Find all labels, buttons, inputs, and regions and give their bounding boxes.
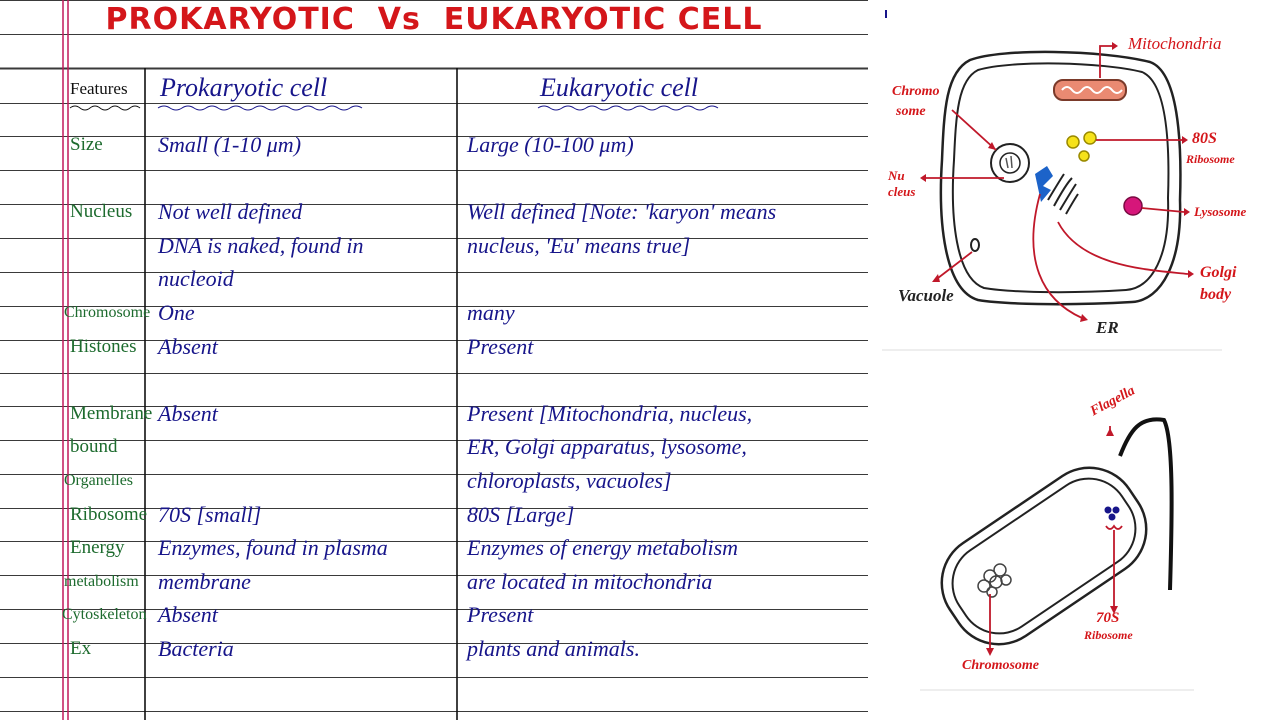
eukaryotic-cell-svg — [882, 10, 1222, 351]
row-eukaryotic-cell: Enzymes of energy metabolism — [467, 535, 739, 561]
row-eukaryotic-cell: chloroplasts, vacuoles] — [467, 468, 672, 493]
label-arrows — [926, 45, 1189, 319]
row-feature: Energy — [70, 537, 125, 559]
label-ribosome80-1: 80S — [1192, 130, 1217, 147]
row-prokaryotic-cell: One — [158, 300, 195, 325]
golgi-shape — [1047, 173, 1079, 215]
label-mitochondria: Mitochondria — [1128, 34, 1222, 53]
row-feature: metabolism — [64, 572, 139, 590]
row-prokaryotic-cell: 70S [small] — [158, 501, 262, 527]
prokaryotic-cell-svg — [920, 417, 1194, 691]
row-feature: Chromosome — [64, 304, 151, 321]
row-eukaryotic-cell: many — [467, 300, 515, 325]
underline-squiggle — [537, 105, 719, 111]
row-prokaryotic-cell: Enzymes, found in plasma — [158, 535, 388, 561]
label-golgi-1: Golgi — [1200, 264, 1237, 281]
row-eukaryotic-cell: Present [Mitochondria, nucleus, — [467, 400, 753, 426]
cell-membrane-inner — [951, 62, 1170, 294]
cell-membrane-outer — [939, 50, 1182, 306]
cell-membrane — [951, 477, 1137, 635]
ribosome-dot — [1108, 513, 1116, 521]
label-golgi-2: body — [1200, 286, 1232, 303]
mitochondria-shape — [1053, 79, 1127, 101]
label-nucleus-2: cleus — [888, 184, 916, 199]
row-prokaryotic-cell: Bacteria — [158, 636, 234, 661]
row-feature: Ex — [70, 638, 92, 659]
row-prokaryotic-cell: nucleoid — [158, 266, 234, 292]
ribosome-dot — [1104, 506, 1112, 514]
row-prokaryotic-cell: Absent — [158, 400, 218, 426]
row-eukaryotic-cell: nucleus, 'Eu' means true] — [467, 232, 691, 258]
row-prokaryotic-cell: Absent — [158, 602, 218, 628]
row-feature: Membrane — [70, 402, 153, 424]
row-eukaryotic-cell: 80S [Large] — [467, 501, 575, 527]
row-prokaryotic-cell: Not well defined — [158, 199, 303, 225]
row-feature: Ribosome — [70, 503, 148, 525]
flagella-shape — [1118, 417, 1174, 591]
label-chromosome-2: some — [896, 104, 926, 119]
ribosome-dot — [1066, 135, 1080, 149]
row-eukaryotic-cell: Well defined [Note: 'karyon' means — [467, 199, 777, 225]
row-feature: bound — [70, 436, 118, 458]
label-ribosome70-1: 70S — [1096, 610, 1120, 626]
underline-squiggle — [69, 105, 141, 111]
row-prokaryotic-cell: membrane — [158, 568, 251, 594]
label-er: ER — [1096, 318, 1119, 337]
row-eukaryotic-cell: Present — [467, 333, 534, 359]
eukaryotic-cell-diagram: Mitochondria Chromo some 80S Ribosome Nu… — [882, 0, 1280, 360]
row-feature: Size — [70, 134, 103, 155]
row-eukaryotic-cell: Present — [467, 602, 534, 628]
nucleoid-shape — [977, 563, 1012, 598]
label-nucleus-1: Nu — [888, 168, 905, 183]
lysosome-shape — [1123, 196, 1143, 216]
ribosome-dot — [1083, 131, 1097, 145]
ribosome-dot — [1112, 506, 1120, 514]
row-feature: Histones — [70, 335, 137, 357]
vacuole-shape — [970, 238, 980, 252]
ruled-lines — [0, 0, 868, 720]
label-vacuole: Vacuole — [898, 286, 954, 305]
row-eukaryotic-cell: Large (10-100 μm) — [467, 132, 634, 157]
label-chromosome-1: Chromo — [892, 84, 940, 99]
header-features: Features — [70, 79, 128, 98]
header-prokaryotic: Prokaryotic cell — [160, 73, 328, 102]
label-chromosome: Chromosome — [962, 658, 1040, 673]
label-lysosome: Lysosome — [1194, 204, 1247, 219]
label-ribosome80-2: Ribosome — [1186, 152, 1235, 166]
prokaryotic-cell-diagram: Flagella 70S Ribosome Chromosome — [920, 380, 1220, 700]
row-prokaryotic-cell: Small (1-10 μm) — [158, 132, 302, 157]
ribosome-dot — [1078, 150, 1090, 162]
row-prokaryotic-cell: DNA is naked, found in — [158, 232, 364, 258]
er-shape — [1035, 166, 1053, 202]
row-prokaryotic-cell: Absent — [158, 333, 218, 359]
row-eukaryotic-cell: are located in mitochondria — [467, 568, 713, 594]
row-eukaryotic-cell: plants and animals. — [467, 636, 640, 661]
row-feature: Nucleus — [70, 201, 133, 223]
header-eukaryotic: Eukaryotic cell — [540, 73, 699, 102]
row-eukaryotic-cell: ER, Golgi apparatus, lysosome, — [467, 434, 747, 460]
row-feature: Organelles — [64, 472, 134, 489]
label-ribosome70-2: Ribosome — [1084, 628, 1133, 642]
underline-squiggle — [157, 105, 363, 111]
page-title: PROKARYOTIC Vs EUKARYOTIC CELL — [105, 2, 763, 37]
notebook-page: PROKARYOTIC Vs EUKARYOTIC CELL Features … — [0, 0, 868, 720]
row-feature: Cytoskeleton — [62, 606, 147, 624]
